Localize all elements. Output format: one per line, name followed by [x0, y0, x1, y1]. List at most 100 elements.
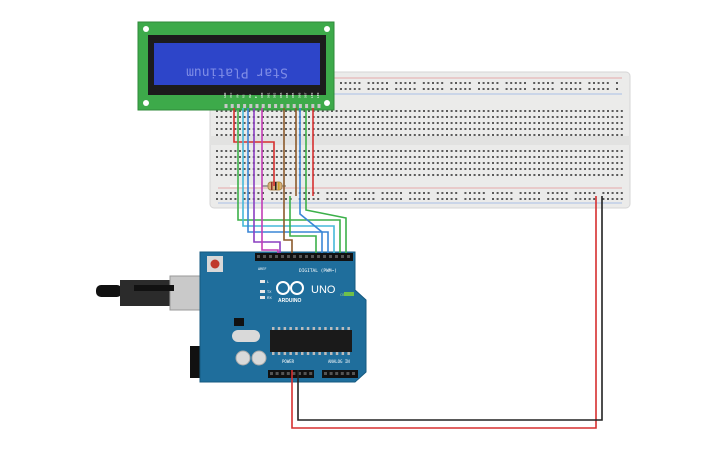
digital-pin[interactable]: [293, 255, 296, 258]
resistor[interactable]: [262, 181, 286, 191]
digital-pin[interactable]: [317, 255, 320, 258]
lcd-pin[interactable]: [249, 104, 253, 108]
wires[interactable]: [233, 108, 603, 429]
lcd-pin[interactable]: [236, 104, 240, 108]
lcd-pin-label: DB7: [304, 92, 308, 98]
digital-pin[interactable]: [299, 255, 302, 258]
wire-brown-d12: [283, 108, 293, 253]
power-pin[interactable]: [309, 372, 313, 375]
wire-red-5v: [291, 196, 597, 429]
wire-magenta-d11: [261, 108, 279, 253]
power-pin[interactable]: [303, 372, 307, 375]
analog-pin[interactable]: [335, 372, 339, 375]
digital-pin[interactable]: [281, 255, 284, 258]
analog-label: ANALOG IN: [328, 359, 350, 364]
lcd-pin-label: RS: [242, 94, 246, 98]
lcd-pin[interactable]: [255, 104, 259, 108]
lcd-pin[interactable]: [286, 104, 290, 108]
power-pin[interactable]: [298, 372, 301, 375]
arduino-logo-icon: [276, 281, 304, 295]
usb-cable-icon: [96, 285, 122, 297]
lcd-pin-label: DB6: [297, 92, 301, 98]
lcd-pin[interactable]: [243, 104, 247, 108]
power-pin[interactable]: [286, 372, 290, 375]
arduino-logo-text: ARDUINO: [278, 298, 301, 304]
lcd-pin-label: V0: [235, 94, 239, 98]
digital-pin[interactable]: [323, 255, 326, 258]
lcd-pin[interactable]: [261, 104, 265, 108]
analog-pin[interactable]: [346, 372, 350, 375]
lcd-pin[interactable]: [267, 104, 271, 108]
lcd-pin[interactable]: [274, 104, 278, 108]
lcd-pin-label: DB5: [291, 92, 295, 98]
lcd-pin-label: DB1: [266, 92, 270, 98]
wire-green-d6: [305, 108, 347, 253]
analog-pin[interactable]: [324, 372, 327, 375]
digital-header: [255, 253, 353, 261]
lcd-pin-label: DB0: [260, 92, 264, 98]
breadboard-holes: [216, 82, 623, 200]
digital-pin[interactable]: [263, 255, 266, 258]
wire-blue-d7: [299, 108, 323, 253]
lcd-pin[interactable]: [224, 104, 228, 108]
crystal: [232, 330, 260, 342]
aref-label: AREF: [258, 267, 266, 271]
digital-pin[interactable]: [311, 255, 314, 258]
digital-pin[interactable]: [269, 255, 272, 258]
tx-led-label: TX: [267, 290, 272, 294]
lcd-screen: [154, 43, 320, 85]
power-header: [268, 370, 314, 378]
digital-pin[interactable]: [329, 255, 332, 258]
lcd-pin[interactable]: [311, 104, 315, 108]
power-pin[interactable]: [275, 372, 279, 375]
digital-pin[interactable]: [305, 255, 308, 258]
lcd-pin[interactable]: [280, 104, 284, 108]
digital-pin[interactable]: [257, 255, 260, 258]
digital-pin[interactable]: [341, 255, 344, 258]
l-led-label: L: [267, 280, 269, 284]
power-pin[interactable]: [281, 372, 285, 375]
lcd-pin[interactable]: [317, 104, 321, 108]
capacitor-1: [235, 350, 251, 366]
digital-pin[interactable]: [275, 255, 278, 258]
lcd-pin[interactable]: [305, 104, 309, 108]
on-led: [344, 292, 354, 296]
on-led-label: ON: [340, 292, 346, 297]
wire-blue-d4: [247, 108, 329, 253]
lcd-pin[interactable]: [292, 104, 296, 108]
analog-header: [322, 370, 358, 378]
digital-pin[interactable]: [347, 255, 350, 258]
rx-led-label: RX: [267, 296, 273, 300]
power-label: POWER: [282, 359, 295, 364]
power-pin[interactable]: [292, 372, 296, 375]
lcd-pin-label: LED: [310, 92, 314, 98]
wire-green-d8: [289, 196, 317, 253]
digital-pin[interactable]: [287, 255, 290, 258]
lcd-pin[interactable]: [230, 104, 234, 108]
analog-pin[interactable]: [340, 372, 344, 375]
lcd-pin-label: VCC: [229, 92, 233, 98]
arduino-uno[interactable]: DIGITAL (PWM~) AREF ARDUINO UNO ON L TX …: [96, 251, 367, 383]
digital-pin[interactable]: [335, 255, 338, 258]
wire-purple-d5: [253, 108, 281, 253]
lcd-pin-label: LED: [316, 92, 320, 98]
lcd-pin-label: RW: [248, 94, 252, 98]
wire-black-gnd: [297, 196, 603, 421]
wire-cyan-d3: [242, 108, 335, 253]
board-model-label: UNO: [311, 284, 336, 296]
analog-pin[interactable]: [329, 372, 333, 375]
lcd-pin[interactable]: [298, 104, 302, 108]
lcd-pin-label: DB4: [285, 92, 289, 98]
lcd-pin-label: DB3: [279, 92, 283, 98]
microcontroller-chip: [270, 330, 352, 352]
digital-label: DIGITAL (PWM~): [299, 268, 337, 274]
lcd-display-text: Star Platinum: [186, 65, 288, 80]
lcd-pin-label: GND: [223, 92, 227, 98]
power-pin[interactable]: [270, 372, 273, 375]
lcd-pin-label: E: [254, 96, 258, 98]
wire-green-d2: [237, 108, 341, 253]
analog-pin[interactable]: [352, 372, 355, 375]
